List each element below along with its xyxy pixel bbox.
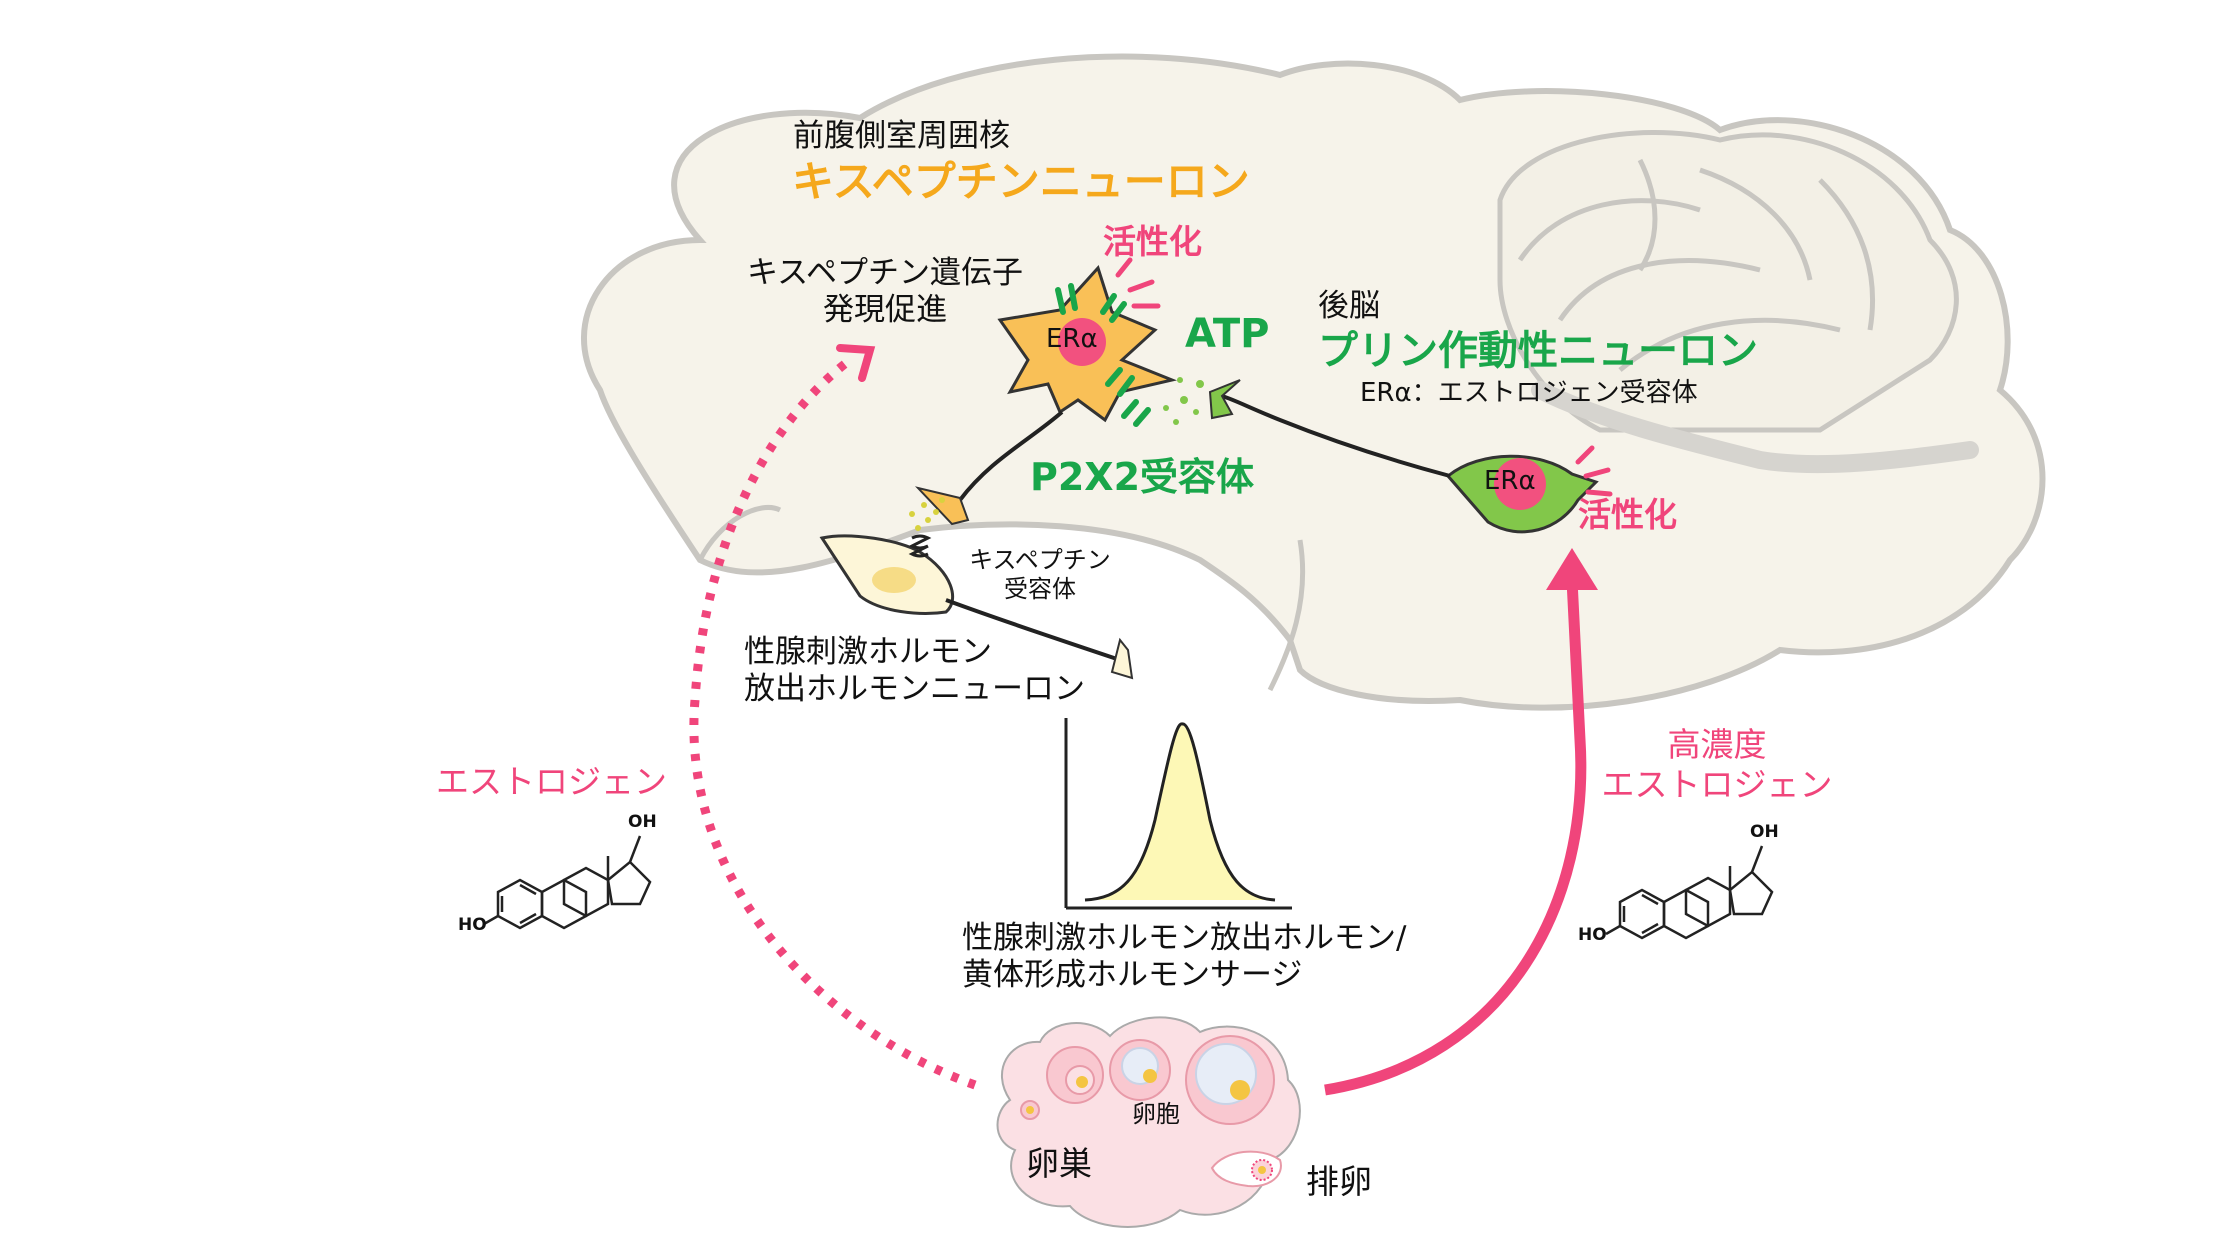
gene-expression-label: キスペプチン遺伝子 発現促進 [720, 255, 1050, 329]
surge-line2: 黄体形成ホルモンサージ [962, 957, 1303, 994]
high-estrogen-line2: エストロジェン [1601, 764, 1833, 804]
purinergic-terminal [1208, 379, 1241, 420]
gene-expression-line1: キスペプチン遺伝子 [747, 255, 1023, 291]
oh-label-left: OH [628, 812, 657, 832]
ovulation-label: 排卵 [1306, 1162, 1372, 1201]
high-estrogen-line1: 高濃度 [1667, 725, 1767, 764]
gnrh-terminal [1110, 637, 1134, 680]
activation-rays-right [1575, 445, 1613, 497]
kisspeptin-neuron-cell [997, 265, 1178, 427]
gnrh-neuron-label: 性腺刺激ホルモン 放出ホルモンニューロン [744, 634, 1085, 708]
estradiol-structure-left [483, 835, 652, 930]
era-label-purinergic: ERα [1484, 466, 1536, 496]
kisspeptin-neuron-title: キスペプチンニューロン [792, 157, 1250, 206]
ovary [996, 1016, 1301, 1228]
ovary-label: 卵巣 [1026, 1144, 1092, 1183]
kisspeptin-receptor-label: キスペプチン 受容体 [945, 546, 1135, 604]
brain-outline [581, 53, 2046, 711]
kiss-receptor-line2: 受容体 [1004, 574, 1076, 603]
estradiol-structure-right [1605, 845, 1774, 940]
gnrh-neuron-cell [819, 534, 955, 615]
atp-vesicles [1163, 377, 1204, 425]
p2x2-receptors [1055, 283, 1151, 427]
high-estrogen-label: 高濃度 エストロジェン [1582, 725, 1852, 804]
ho-label-right: HO [1578, 925, 1607, 945]
activation-label-right: 活性化 [1578, 495, 1677, 534]
kiss-receptor-line1: キスペプチン [969, 546, 1111, 574]
kisspeptin-region-label: 前腹側室周囲核 [793, 118, 1010, 154]
era-label-kisspeptin: ERα [1046, 324, 1098, 354]
surge-graph [1064, 718, 1292, 910]
brainstem-shade [1531, 381, 1979, 474]
cerebellum [1497, 130, 1959, 433]
p2x2-receptor-label: P2X2受容体 [1030, 455, 1255, 499]
gnrh-line1: 性腺刺激ホルモン [744, 634, 992, 670]
ho-label-left: HO [458, 915, 487, 935]
surge-label: 性腺刺激ホルモン放出ホルモン/ 黄体形成ホルモンサージ [962, 920, 1406, 994]
high-estrogen-arrowhead [1546, 548, 1598, 590]
activation-rays-top [1115, 257, 1161, 309]
gene-expression-line2: 発現促進 [823, 292, 947, 329]
follicle-label: 卵胞 [1132, 1100, 1180, 1128]
hindbrain-label: 後脳 [1318, 288, 1380, 324]
kisspeptin-receptor-coil [908, 534, 932, 558]
kisspeptin-vesicles [909, 497, 945, 531]
gnrh-line2: 放出ホルモンニューロン [744, 671, 1085, 708]
era-definition-label: ERα：エストロジェン受容体 [1360, 378, 1698, 408]
purinergic-neuron-cell [1445, 454, 1599, 534]
gnrh-axon [945, 598, 1121, 662]
surge-line1: 性腺刺激ホルモン放出ホルモン/ [962, 920, 1407, 956]
oh-label-right: OH [1750, 822, 1779, 842]
activation-label-top: 活性化 [1103, 222, 1202, 261]
high-estrogen-arrow [1324, 579, 1587, 1096]
kisspeptin-axon [958, 410, 1064, 502]
estrogen-arrowhead-left [836, 344, 876, 382]
estrogen-feedback-arrow [689, 356, 977, 1090]
atp-label: ATP [1185, 311, 1270, 357]
purinergic-axon [1221, 394, 1451, 478]
estrogen-label-left: エストロジェン [436, 762, 667, 801]
follicles [1020, 1035, 1275, 1125]
kisspeptin-terminal [914, 486, 970, 526]
purinergic-neuron-title: プリン作動性ニューロン [1318, 328, 1758, 374]
